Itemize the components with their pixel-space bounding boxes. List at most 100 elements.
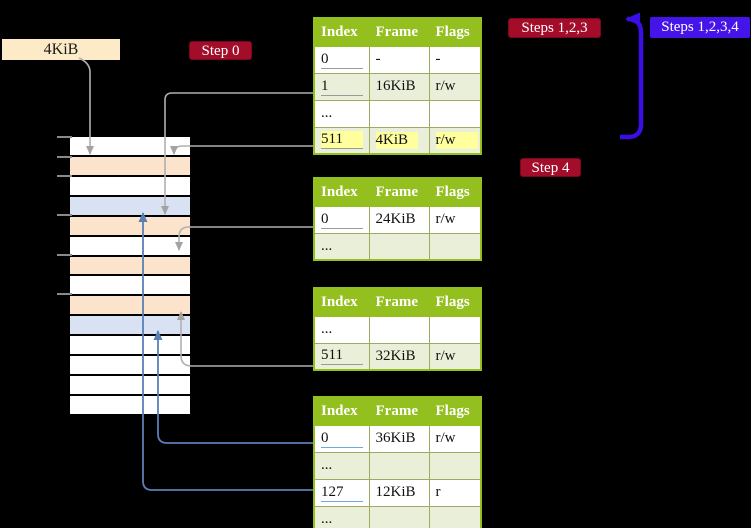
table-cell: 0: [313, 205, 370, 234]
table-cell: [428, 99, 482, 128]
table-cell: 32KiB: [368, 342, 430, 371]
table-cell: r/w: [428, 424, 482, 453]
badge-steps-1-2-3: Steps 1,2,3: [508, 18, 601, 38]
cell-value: r/w: [435, 347, 456, 364]
table-cell: [368, 99, 430, 128]
table-cell: ...: [313, 451, 370, 480]
table-cell: [428, 232, 482, 261]
table-cell: [368, 232, 430, 261]
index-link[interactable]: 511: [321, 347, 363, 366]
table-cell: 4KiB: [368, 126, 430, 155]
column-header: Frame: [368, 287, 430, 317]
cell-value: r/w: [435, 211, 456, 227]
table-cell: -: [368, 45, 430, 74]
table-cell: 12KiB: [368, 478, 430, 507]
table-cell: 511: [313, 342, 370, 371]
cell-value: -: [435, 51, 441, 67]
table-row: 0 24KiB r/w: [313, 205, 482, 234]
memory-frame-row: [70, 216, 190, 235]
table-cell: 16KiB: [368, 72, 430, 101]
table-cell: ...: [313, 99, 370, 128]
table-cell: [428, 451, 482, 480]
cell-value: ...: [321, 237, 333, 254]
index-link[interactable]: 0: [321, 211, 363, 229]
table-row: ...: [313, 451, 482, 480]
index-link[interactable]: 0: [321, 430, 363, 448]
index-link[interactable]: 0: [321, 51, 363, 69]
memory-frame-row: [70, 336, 190, 355]
memory-frame-row: [70, 196, 190, 215]
table-row: 0--: [313, 45, 482, 74]
memory-frame-row: [70, 176, 190, 195]
table-row: 1 16KiB r/w: [313, 72, 482, 101]
table-row: 127 12KiB r: [313, 478, 482, 507]
column-header: Index: [313, 287, 370, 317]
cell-value: 12KiB: [375, 484, 416, 500]
table-cell: r/w: [428, 72, 482, 101]
column-header: Frame: [368, 177, 430, 207]
column-header: Frame: [368, 396, 430, 426]
table-cell: [368, 315, 430, 344]
column-header: Flags: [428, 177, 482, 207]
table-cell: [368, 505, 430, 528]
cell-value: 24KiB: [375, 211, 416, 227]
index-link[interactable]: 511: [321, 131, 363, 150]
cell-value: 4KiB: [375, 131, 418, 149]
cell-value: r: [435, 484, 441, 500]
table-row: 0 36KiB r/w: [313, 424, 482, 453]
table-cell: -: [428, 45, 482, 74]
memory-frame-row: [70, 316, 190, 335]
table-cell: 0: [313, 45, 370, 74]
cell-value: 16KiB: [375, 78, 416, 94]
table-cell: [428, 505, 482, 528]
table-row: 511 4KiB r/w: [313, 126, 482, 155]
index-link[interactable]: 1: [321, 78, 363, 96]
memory-frame-row: [70, 256, 190, 275]
badge-step-0: Step 0: [189, 41, 252, 60]
table-cell: [368, 451, 430, 480]
cell-value: ...: [321, 321, 333, 337]
arrow-steps1234-to-table1: [620, 12, 644, 140]
table-row: 511 32KiB r/w: [313, 342, 482, 371]
cell-value: r/w: [435, 131, 478, 149]
table-row: ...: [313, 232, 482, 261]
cell-value: ...: [321, 510, 333, 527]
arrow-table3-index511-to-memory: [177, 311, 313, 367]
memory-frame-row: [70, 395, 190, 414]
index-link[interactable]: 127: [321, 484, 363, 502]
table-row: ...: [313, 99, 482, 128]
arrow-table2-index0-to-memory: [175, 226, 313, 251]
table-row: ...: [313, 505, 482, 528]
column-header: Index: [313, 17, 370, 47]
table-cell: ...: [313, 232, 370, 261]
table-cell: 36KiB: [368, 424, 430, 453]
table-cell: 127: [313, 478, 370, 507]
memory-frame-row: [70, 156, 190, 175]
table-cell: r/w: [428, 342, 482, 371]
memory-frame-row: [70, 376, 190, 394]
table-cell: r/w: [428, 126, 482, 155]
table-cell: 0: [313, 424, 370, 453]
cell-value: r/w: [435, 78, 456, 94]
cell-value: 36KiB: [375, 430, 416, 446]
table-row: ...: [313, 315, 482, 344]
table-cell: r/w: [428, 205, 482, 234]
physical-memory-column: [70, 137, 190, 414]
column-header: Frame: [368, 17, 430, 47]
memory-frame-row: [70, 296, 190, 315]
cell-value: r/w: [435, 430, 456, 446]
cell-value: 32KiB: [375, 347, 416, 364]
table-cell: [428, 315, 482, 344]
table-cell: 24KiB: [368, 205, 430, 234]
table-cell: r: [428, 478, 482, 507]
column-header: Index: [313, 396, 370, 426]
column-header: Flags: [428, 287, 482, 317]
frame-size-label: 4KiB: [2, 39, 120, 60]
